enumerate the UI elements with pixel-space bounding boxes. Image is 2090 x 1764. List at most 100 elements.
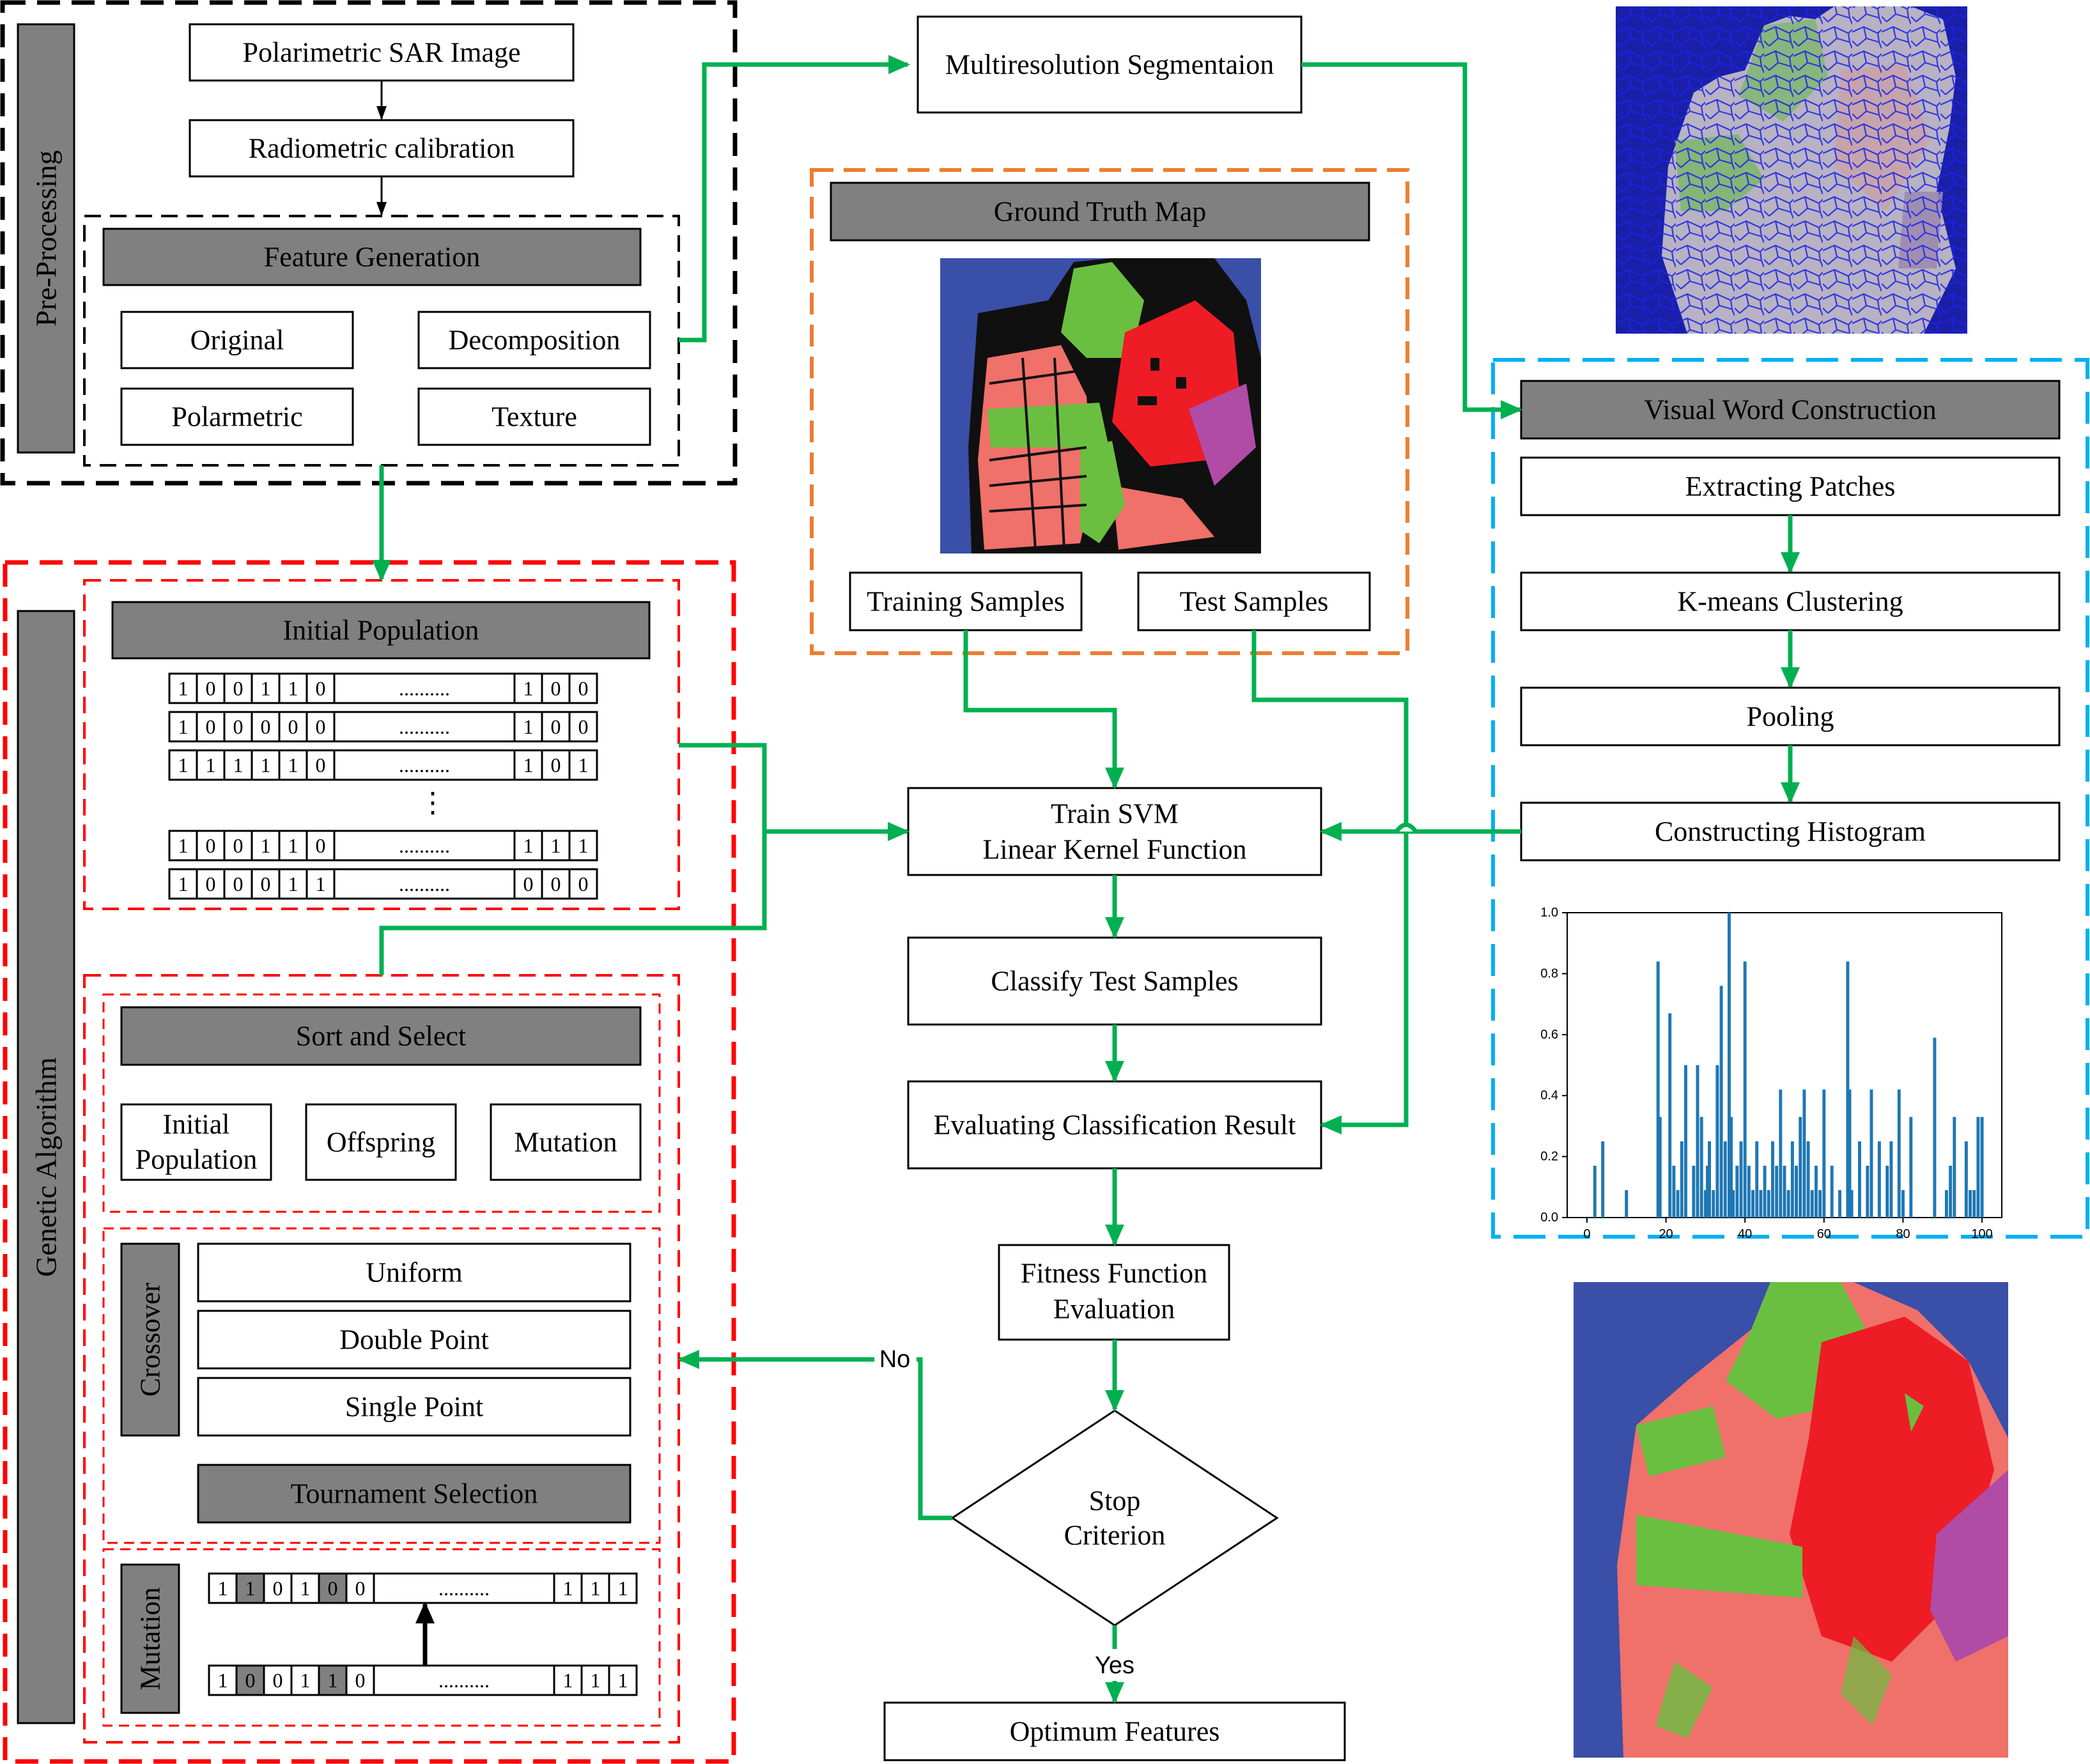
- histogram-bar: [1972, 1190, 1976, 1218]
- histogram-bar: [1770, 1141, 1774, 1218]
- x-tick-label: 40: [1738, 1227, 1752, 1241]
- gene-cell: [196, 711, 226, 743]
- gene-gap: [333, 830, 516, 862]
- ground-truth-map-image: [940, 258, 1261, 553]
- gene-cell: [580, 1664, 610, 1696]
- gene-dots: ..........: [399, 754, 450, 777]
- genetic-side-bar: [17, 610, 75, 1724]
- histogram-line-crossing-hop: [1395, 823, 1418, 833]
- gene-cell: [568, 830, 598, 862]
- histogram-bar: [1830, 1165, 1834, 1218]
- histogram-bar: [1699, 1117, 1703, 1218]
- constructing-histogram-label: Constructing Histogram: [1655, 816, 1926, 847]
- histogram-bar: [1751, 1190, 1755, 1218]
- gene-cell: [541, 830, 571, 862]
- histogram-bar: [1712, 1190, 1715, 1218]
- arrow-segmentation-visual-word: [1301, 62, 1522, 419]
- gene-dots: ..........: [399, 677, 450, 700]
- gene-cell: [235, 1572, 265, 1604]
- gene-value: 1: [218, 1669, 228, 1692]
- gene-value: 0: [578, 677, 589, 700]
- x-tick-label: 20: [1659, 1227, 1673, 1241]
- gene-dots: ..........: [438, 1669, 490, 1692]
- gene-cell: [251, 711, 281, 743]
- histogram-bar: [1949, 1165, 1953, 1218]
- y-tick-label: 0.8: [1540, 966, 1558, 980]
- preprocessing-section: Pre-Processing Polarimetric SAR Image Ra…: [0, 0, 738, 486]
- gene-cell: [196, 868, 226, 900]
- gene-value: 1: [316, 872, 326, 895]
- arrow-test-evaluate: [1251, 630, 1409, 1134]
- histogram-bar: [1705, 1165, 1709, 1218]
- histogram-bar: [1775, 1165, 1779, 1218]
- x-tick-label: 100: [1971, 1227, 1992, 1241]
- genetic-side-label: Genetic Algorithm: [30, 1057, 63, 1277]
- feature-decomposition-label: Decomposition: [449, 325, 621, 356]
- initial-population-header: [111, 601, 651, 660]
- gene-value: 0: [206, 677, 216, 700]
- crossover-double-label: Double Point: [339, 1324, 488, 1356]
- gene-value: 1: [523, 677, 534, 700]
- preprocessing-side-label: Pre-Processing: [30, 150, 63, 327]
- gene-cell: [306, 711, 336, 743]
- ground-truth-border: [810, 168, 1409, 655]
- histogram-bar: [1877, 1141, 1881, 1218]
- no-label-top: No: [879, 1346, 911, 1373]
- y-tick-label: 1.0: [1540, 906, 1558, 920]
- histogram-bar: [1795, 1165, 1799, 1218]
- preprocessing-side-bar: [17, 23, 75, 454]
- preprocessing-border: [0, 0, 738, 486]
- feature-polarmetric-label: Polarmetric: [171, 401, 302, 433]
- histogram-bar: [1767, 1190, 1770, 1218]
- extracting-patches-box: [1520, 456, 2061, 516]
- histogram-bar: [1735, 1165, 1739, 1218]
- gene-value: 1: [618, 1577, 628, 1600]
- population-vdots: ⋮: [419, 787, 447, 819]
- histogram-bar: [1953, 1117, 1956, 1218]
- visual-word-border: [1491, 358, 2089, 1239]
- no-label-backdrop: [874, 1346, 917, 1373]
- histogram-bar: [1822, 1089, 1826, 1218]
- y-tick-label: 0.4: [1540, 1088, 1558, 1102]
- gene-cell: [168, 711, 198, 743]
- gene-value: 0: [316, 834, 326, 857]
- pooling-label: Pooling: [1747, 701, 1834, 732]
- gene-value: 1: [288, 872, 298, 895]
- arrow-training-svm: [963, 630, 1124, 789]
- x-tick-label: 0: [1583, 1227, 1590, 1241]
- gene-dots: ..........: [399, 872, 450, 895]
- gene-cell: [580, 1572, 610, 1604]
- sort-initial-population-line1: Initial: [162, 1109, 229, 1140]
- gene-value: 0: [206, 715, 216, 738]
- histogram-bar: [1723, 1141, 1727, 1218]
- histogram-bar: [1625, 1190, 1629, 1218]
- histogram-bar: [1668, 1013, 1672, 1218]
- polsar-box: [189, 23, 575, 82]
- gene-gap: [333, 868, 516, 900]
- histogram-bar: [1658, 1117, 1662, 1218]
- gene-value: 0: [551, 872, 561, 895]
- histogram-bar: [1601, 1141, 1605, 1218]
- histogram-bar: [1680, 1141, 1684, 1218]
- gene-value: 0: [551, 754, 561, 777]
- histogram-bar: [1964, 1141, 1968, 1218]
- crossover-side-label: Crossover: [135, 1282, 166, 1396]
- gene-gap: [333, 749, 516, 781]
- gene-cell: [608, 1572, 638, 1604]
- gene-cell: [568, 672, 598, 704]
- visual-word-section: Visual Word Construction Extracting Patc…: [1491, 358, 2089, 1241]
- y-tick-label: 0.0: [1540, 1211, 1558, 1225]
- train-svm-line2: Linear Kernel Function: [983, 834, 1247, 865]
- gene-dots: ..........: [438, 1577, 490, 1600]
- histogram-bar: [1897, 1089, 1901, 1218]
- segmentation-box: [917, 15, 1303, 114]
- gene-dots: ..........: [399, 834, 450, 857]
- histogram-bar: [1755, 1141, 1759, 1218]
- crossover-single-label: Single Point: [345, 1391, 483, 1423]
